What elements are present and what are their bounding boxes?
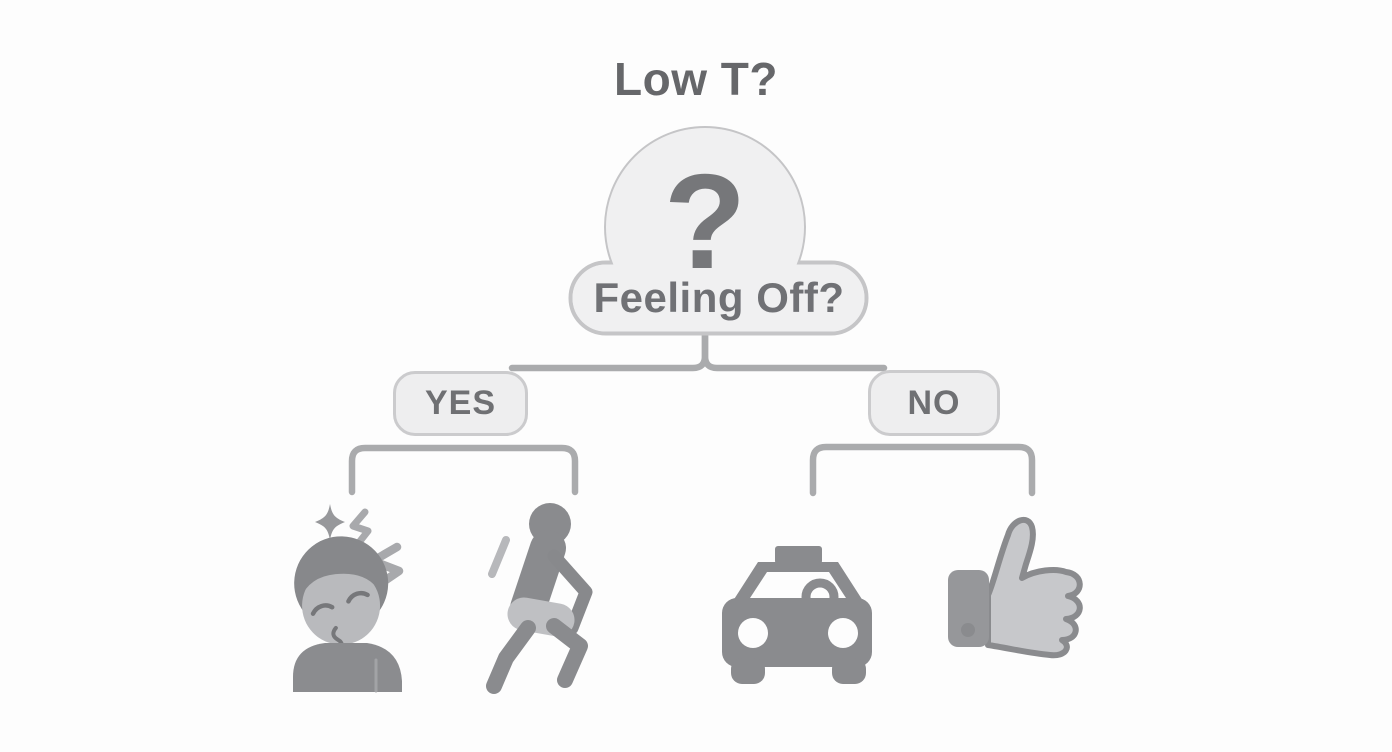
root-node-label: Feeling Off? bbox=[593, 273, 845, 321]
wheel-right bbox=[832, 658, 866, 684]
no-choice-button[interactable]: NO bbox=[868, 370, 1000, 436]
runner-torso bbox=[510, 530, 566, 626]
wheel-left bbox=[731, 658, 765, 684]
taxi-roof-sign bbox=[775, 546, 822, 564]
diagram-title: Low T? bbox=[614, 53, 778, 105]
question-mark-icon: ? bbox=[663, 145, 747, 297]
branch-connectors bbox=[348, 324, 1036, 497]
headlight-left bbox=[738, 618, 768, 648]
hair-fringe bbox=[295, 537, 378, 599]
running-person-icon bbox=[486, 503, 593, 694]
taxi-body bbox=[722, 598, 872, 667]
runner-front-leg bbox=[546, 618, 588, 688]
connector-yes-bracket bbox=[348, 444, 579, 496]
yes-choice-button[interactable]: YES bbox=[393, 371, 528, 436]
body-shoulders bbox=[293, 643, 402, 692]
sparkle-icon bbox=[315, 504, 345, 540]
runner-rear-leg bbox=[486, 620, 536, 694]
thumb-cuff bbox=[948, 570, 989, 647]
face bbox=[302, 566, 381, 645]
taxi-icon bbox=[722, 546, 872, 684]
thumb-hand bbox=[985, 516, 1083, 659]
connector-root-no bbox=[701, 324, 888, 372]
sad-eyes bbox=[310, 590, 370, 616]
connector-no-bracket bbox=[809, 443, 1036, 497]
sad-head bbox=[294, 536, 389, 652]
motion-line bbox=[488, 536, 510, 578]
headache-person-icon bbox=[293, 504, 404, 693]
runner-arm bbox=[547, 549, 593, 635]
root-node-cloud bbox=[568, 126, 869, 336]
cuff-button bbox=[961, 623, 975, 637]
headache-zigzag-icons bbox=[349, 508, 404, 591]
taxi-windshield bbox=[750, 572, 846, 598]
thumbs-up-icon bbox=[948, 516, 1083, 659]
headlight-right bbox=[828, 618, 858, 648]
